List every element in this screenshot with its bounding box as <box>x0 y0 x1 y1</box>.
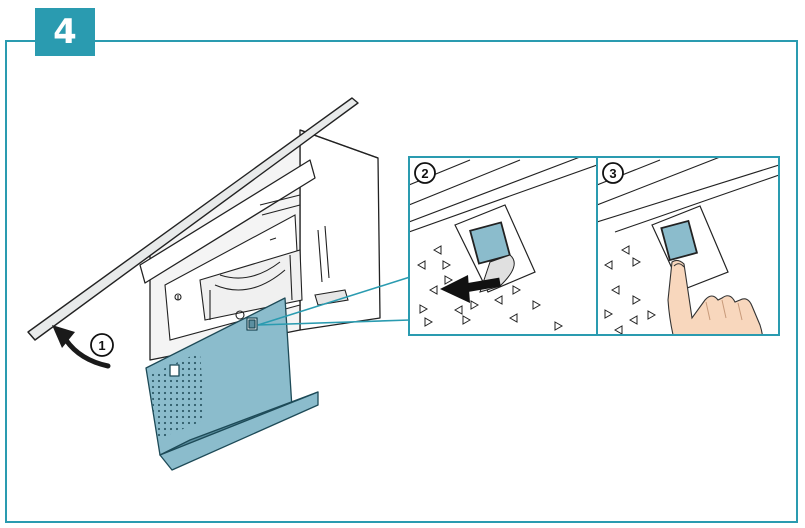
zoom-detail-step-2 <box>408 156 598 336</box>
callout-3-label: 3 <box>609 166 616 181</box>
rotate-arrow-icon <box>52 325 111 369</box>
zoom-detail-step-3 <box>596 156 780 336</box>
step-number-badge: 4 <box>35 8 95 56</box>
callout-1-label: 1 <box>98 338 105 353</box>
callout-2: 2 <box>414 162 436 184</box>
callout-3: 3 <box>602 162 624 184</box>
grease-filter <box>145 297 319 471</box>
zoom-leader-lines <box>257 276 411 326</box>
callout-1: 1 <box>90 333 114 357</box>
diagram-frame <box>5 40 798 523</box>
callout-2-label: 2 <box>421 166 428 181</box>
glass-panel <box>27 97 359 341</box>
